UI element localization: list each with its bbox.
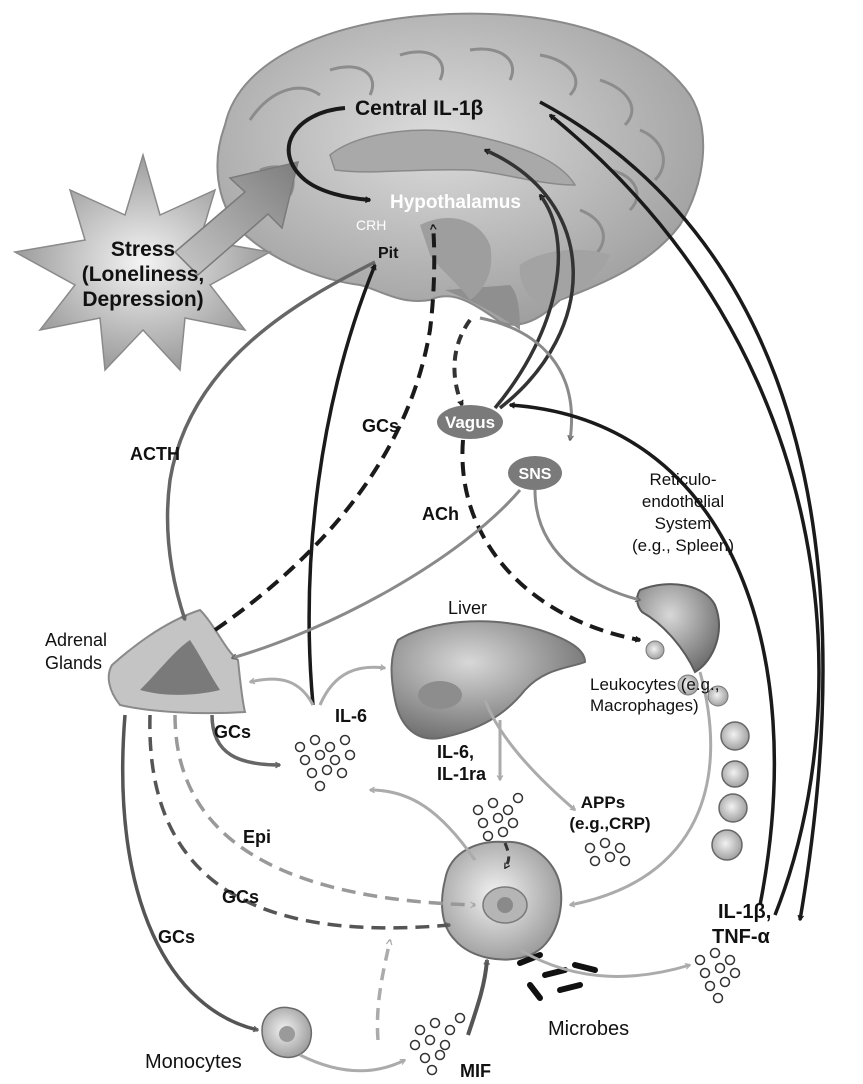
- label-il6-liver-line2: IL-1ra: [437, 764, 487, 784]
- label-leukocytes-line1: Leukocytes (e.g.,: [590, 675, 719, 694]
- label-il1b-tnf-line1: IL-1β,: [718, 901, 771, 923]
- label-acth: ACTH: [130, 444, 180, 464]
- arrow-mif-dashed: [377, 940, 390, 1040]
- label-mif: MIF: [460, 1061, 491, 1081]
- label-central-il1b: Central IL-1β: [355, 97, 484, 120]
- arrow-hypothalamus-to-vagus: [454, 320, 470, 405]
- label-res-line3: System: [655, 514, 712, 533]
- label-adrenal-line1: Adrenal: [45, 630, 107, 650]
- label-leukocytes-line2: Macrophages): [590, 696, 699, 715]
- label-epi: Epi: [243, 827, 271, 847]
- label-monocytes: Monocytes: [145, 1051, 242, 1073]
- arrow-gcs-to-monocytes: [123, 715, 258, 1030]
- label-res-line4: (e.g., Spleen): [632, 536, 734, 555]
- label-res-line2: endothelial: [642, 492, 724, 511]
- arrow-macrophage-to-il6: [370, 790, 475, 860]
- label-gcs-il6: GCs: [214, 722, 251, 742]
- arrow-il6-to-liver: [320, 667, 385, 705]
- il6-il1ra-molecules: [474, 794, 523, 841]
- label-gcs-mono: GCs: [158, 927, 195, 947]
- label-crh: CRH: [356, 217, 386, 233]
- label-liver: Liver: [448, 598, 487, 618]
- mif-molecules: [411, 1014, 465, 1075]
- label-microbes: Microbes: [548, 1018, 629, 1040]
- arrow-sns-to-spleen: [535, 490, 640, 600]
- label-gcs-macro: GCs: [222, 887, 259, 907]
- label-il1b-tnf-line2: TNF-α: [712, 926, 771, 948]
- il1b-tnf-molecules: [696, 949, 740, 1003]
- microbe-rods: [520, 955, 595, 998]
- leukocyte-cells: [646, 641, 749, 860]
- label-il6-liver-line1: IL-6,: [437, 742, 474, 762]
- label-vagus: Vagus: [445, 413, 495, 432]
- arrow-monocytes-to-mif: [300, 1055, 405, 1071]
- label-stress-line2: (Loneliness,: [82, 263, 205, 286]
- label-pit: Pit: [378, 245, 399, 262]
- label-il6: IL-6: [335, 706, 367, 726]
- label-stress-line3: Depression): [82, 288, 203, 311]
- label-res-line1: Reticulo-: [649, 470, 716, 489]
- label-sns: SNS: [519, 466, 552, 483]
- label-apps-line2: (e.g.,CRP): [569, 814, 650, 833]
- spleen: [637, 584, 719, 672]
- label-apps-line1: APPs: [581, 793, 625, 812]
- il6-molecules: [296, 736, 355, 791]
- label-stress-line1: Stress: [111, 238, 175, 261]
- liver: [392, 621, 585, 738]
- apps-molecules: [586, 839, 630, 866]
- label-adrenal-line2: Glands: [45, 653, 102, 673]
- label-ach: ACh: [422, 504, 459, 524]
- monocyte-cell: [262, 1007, 311, 1057]
- arrow-il6-to-adrenal: [250, 679, 313, 705]
- macrophage-cell: [442, 842, 561, 960]
- label-hypothalamus: Hypothalamus: [390, 192, 521, 213]
- label-gcs-brain: GCs: [362, 416, 399, 436]
- arrow-mif-to-macrophage: [468, 960, 487, 1035]
